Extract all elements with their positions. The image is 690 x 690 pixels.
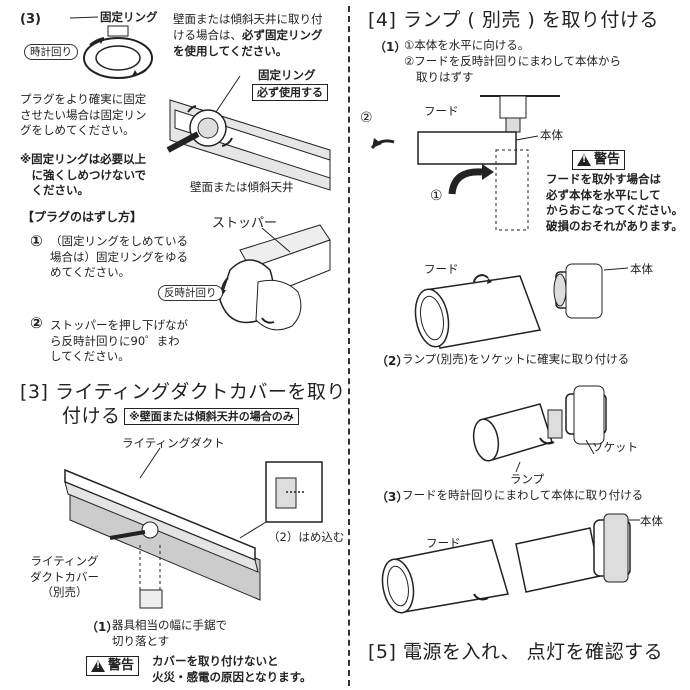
plug-note: プラグをより確実に固定 させたい場合は固定リン グをしめてください。 [20,92,147,139]
body-label-2: 本体 [630,262,653,276]
warning-line: 火災・感電の原因となります。 [152,669,312,684]
wall-note-line2: ける場合は、 [173,28,242,42]
cover-label-line: ダクトカバー [30,569,99,584]
s1-text-3: 取りはずす [416,70,474,84]
clockwise-label: 時計回り [24,44,78,60]
s3-number: （3） [376,490,409,504]
warning-line: 必ず本体を水平にして [546,187,661,202]
plug-note-line: させたい場合は固定リン [20,107,147,122]
socket-label: ソケット [592,440,638,454]
step2-line: してください。 [50,349,130,363]
hood-label: フード [424,104,459,118]
step1-number: ① [30,232,43,250]
cut-text: 器具相当の幅に手鋸で 切り落とす [112,618,227,649]
step1-line: めてください。 [50,265,131,279]
s2-text: ランプ(別売)をソケットに確実に取り付ける [402,352,630,366]
section3-warning-badge: 警告 [86,656,140,676]
wall-note-line3: を使用してください。 [173,44,288,58]
cover-label: ライティング ダクトカバー （別売） [30,554,99,601]
step2-number: ② [30,314,43,332]
cover-label-line: ライティング [30,554,99,568]
step1-text: （固定リングをしめている 場合は）固定リングをゆる めてください。 [50,234,188,281]
plug-note-line: グをしめてください。 [20,123,135,137]
s2-number: （2） [376,354,409,368]
step3-number: (3) [20,12,41,27]
section3-warning-text: カバーを取り付けないと 火災・感電の原因となります。 [152,654,312,685]
warning-line: フードを取外す場合は [546,172,661,186]
circle-2-marker: ② [360,110,373,126]
warning-line: カバーを取り付けないと [152,654,279,668]
hood-label-2: フード [424,262,459,276]
step1-line: 場合は）固定リングをゆる [50,249,188,264]
wall-caption: 壁面または傾斜天井 [190,180,294,194]
body-label-3: 本体 [640,514,663,528]
cut-number: （1） [86,620,119,634]
warning-icon [91,660,105,672]
step2-line: ら反時計回りに90゜まわ [50,333,180,348]
warning-badge-text: 警告 [108,658,135,673]
plug-removal-title: 【プラグのはずし方】 [22,210,143,224]
section4-warning-badge: 警告 [572,150,626,170]
column-divider [348,6,350,686]
lamp-label: ランプ [510,472,545,486]
ring-warning-note: ※固定リングは必要以上 に強くしめつけないで ください。 [20,152,146,199]
s1-number: （1） [374,40,407,54]
ring-label-2: 固定リング [258,68,316,82]
step2-line: ストッパーを押し下げなが [50,318,188,332]
warning-line: からおこなってください。 [546,203,684,217]
plug-note-line: プラグをより確実に固定 [20,92,147,106]
step1-line: （固定リングをしめている [50,234,188,248]
stopper-label: ストッパー [212,216,278,231]
cut-text-line: 器具相当の幅に手鋸で [112,618,227,632]
fit-label: （2）はめ込む [268,530,345,544]
ring-warning-line: ※固定リングは必要以上 [20,152,147,166]
wall-note-line2-bold: 必ず固定リング [242,28,323,42]
warning-badge-text: 警告 [594,152,621,167]
section3-title-line1: [3] ライティングダクトカバーを取り [20,381,346,403]
s1-text-2: ②フードを反時計回りにまわして本体から [404,54,621,68]
duct-label: ライティングダクト [122,436,225,450]
hood-label-3: フード [426,536,461,550]
warning-line: 破損のおそれがあります。 [546,218,683,233]
section4-title: [4] ランプ ( 別売 ) を取り付ける [368,9,659,31]
ring-warning-line: ください。 [20,183,89,197]
ring-label: 固定リング [100,10,158,24]
s3-text: フードを時計回りにまわして本体に取り付ける [402,488,644,502]
counterclockwise-label: 反時計回り [158,285,223,301]
section3-title-line2: 付ける [62,405,121,427]
cover-label-line: （別売） [41,585,88,599]
warning-icon [577,154,591,166]
step2-text: ストッパーを押し下げなが ら反時計回りに90゜まわ してください。 [50,318,188,365]
must-use-badge: 必ず使用する [252,84,328,101]
ring-warning-line: に強くしめつけないで [20,167,147,182]
wall-note-line1: 壁面または傾斜天井に取り付 [173,12,323,26]
section3-note: ※壁面または傾斜天井の場合のみ [124,408,299,425]
circle-1-marker: ① [430,188,443,204]
s1-text-1: ①本体を水平に向ける。 [404,38,530,52]
cut-text-line: 切り落とす [112,633,170,648]
body-label: 本体 [540,128,563,142]
section4-warning-text: フードを取外す場合は 必ず本体を水平にして からおこなってください。 破損のおそ… [546,172,683,234]
section5-title: [5] 電源を入れ、 点灯を確認する [368,641,664,663]
